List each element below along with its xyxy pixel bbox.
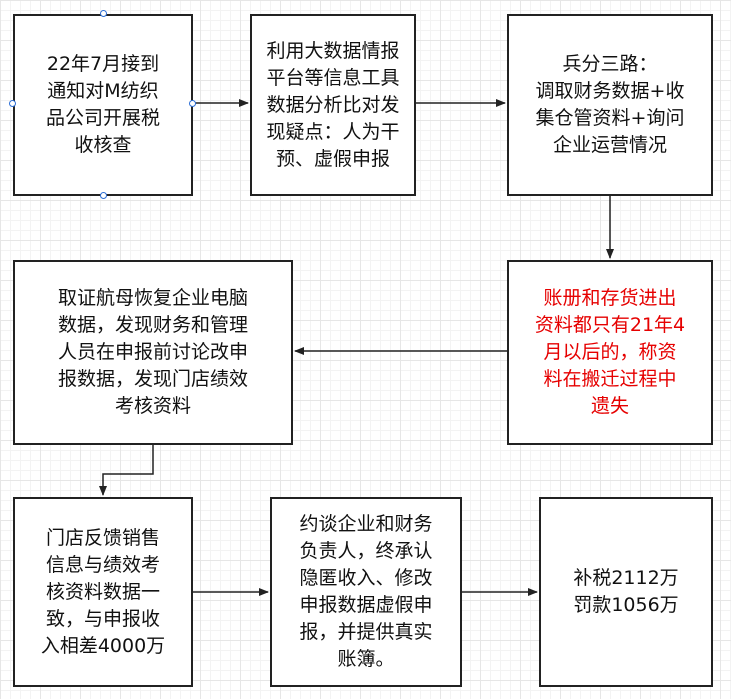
node-label: 利用大数据情报 平台等信息工具 数据分析比对发 现疑点：人为干 预、虚假申报: [266, 39, 400, 170]
node-label: 门店反馈销售 信息与绩效考 核资料数据一 致，与申报收 入相差4000万: [40, 526, 166, 657]
selection-handle-right[interactable]: [189, 100, 196, 107]
node-label: 兵分三路： 调取财务数据+收 集仓管资料+询问 企业运营情况: [535, 53, 685, 156]
flow-node-step2[interactable]: 利用大数据情报 平台等信息工具 数据分析比对发 现疑点：人为干 预、虚假申报: [250, 14, 416, 196]
node-label: 补税2112万 罚款1056万: [573, 567, 679, 616]
node-label: 账册和存货进出 资料都只有21年4 月以后的，称资 料在搬迁过程中 遗失: [534, 287, 686, 417]
selection-handle-left[interactable]: [9, 100, 16, 107]
flow-node-step3[interactable]: 兵分三路： 调取财务数据+收 集仓管资料+询问 企业运营情况: [507, 14, 713, 196]
flow-node-step1[interactable]: 22年7月接到 通知对M纺织 品公司开展税 收核查: [13, 14, 193, 196]
selection-handle-bottom[interactable]: [100, 192, 107, 199]
flow-node-step5[interactable]: 取证航母恢复企业电脑 数据，发现财务和管理 人员在申报前讨论改申 报数据，发现门…: [13, 260, 293, 445]
flow-node-step4[interactable]: 账册和存货进出 资料都只有21年4 月以后的，称资 料在搬迁过程中 遗失: [507, 260, 713, 445]
flow-node-step8[interactable]: 补税2112万 罚款1056万: [539, 497, 713, 687]
flow-node-step6[interactable]: 门店反馈销售 信息与绩效考 核资料数据一 致，与申报收 入相差4000万: [13, 497, 193, 687]
node-label: 约谈企业和财务 负责人，终承认 隐匿收入、修改 申报数据虚假申 报，并提供真实 …: [299, 513, 433, 670]
selection-handle-top[interactable]: [100, 10, 107, 17]
flow-node-step7[interactable]: 约谈企业和财务 负责人，终承认 隐匿收入、修改 申报数据虚假申 报，并提供真实 …: [270, 497, 462, 687]
node-label: 取证航母恢复企业电脑 数据，发现财务和管理 人员在申报前讨论改申 报数据，发现门…: [57, 287, 248, 417]
arrow-step5-to-step6[interactable]: [99, 445, 154, 496]
node-label: 22年7月接到 通知对M纺织 品公司开展税 收核查: [45, 53, 160, 156]
